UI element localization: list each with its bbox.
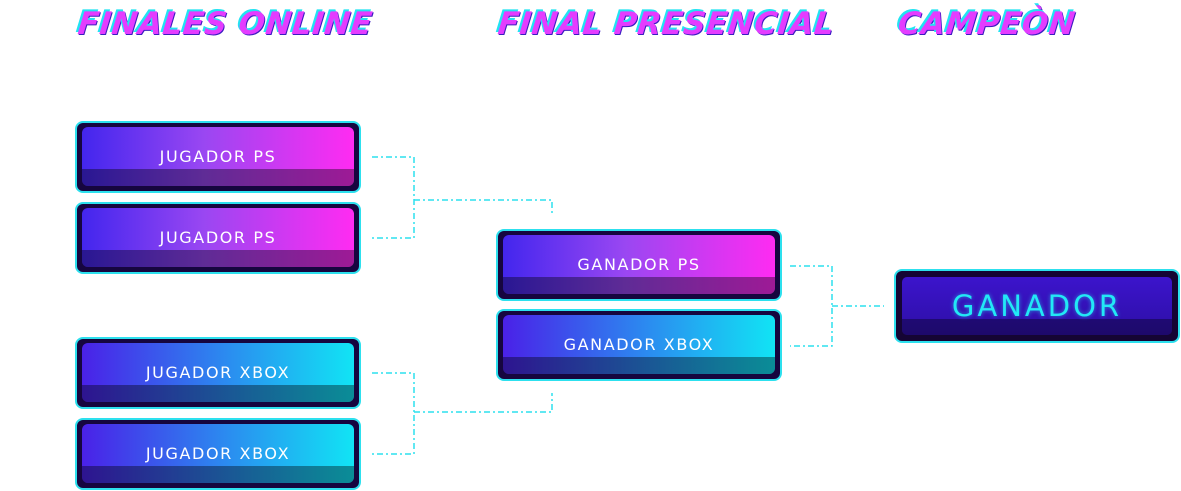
slot-ganador-xbox: GANADOR XBOX [496,309,782,381]
slot-label: JUGADOR XBOX [145,444,291,463]
slot-label: JUGADOR XBOX [145,363,291,382]
slot-label: JUGADOR PS [159,147,277,166]
slot-jugador-xbox-1: JUGADOR XBOX [75,337,361,409]
champion-label: GANADOR [951,289,1123,323]
connector-xbox-semifinal [372,372,553,455]
slot-campeon: GANADOR [894,269,1180,343]
connector-final [790,265,884,347]
slot-label: GANADOR XBOX [563,335,715,354]
slot-label: JUGADOR PS [159,228,277,247]
slot-jugador-ps-1: JUGADOR PS [75,121,361,193]
slot-label: GANADOR PS [577,255,701,274]
connector-ps-semifinal [372,156,553,239]
slot-ganador-ps: GANADOR PS [496,229,782,301]
slot-jugador-ps-2: JUGADOR PS [75,202,361,274]
slot-jugador-xbox-2: JUGADOR XBOX [75,418,361,490]
